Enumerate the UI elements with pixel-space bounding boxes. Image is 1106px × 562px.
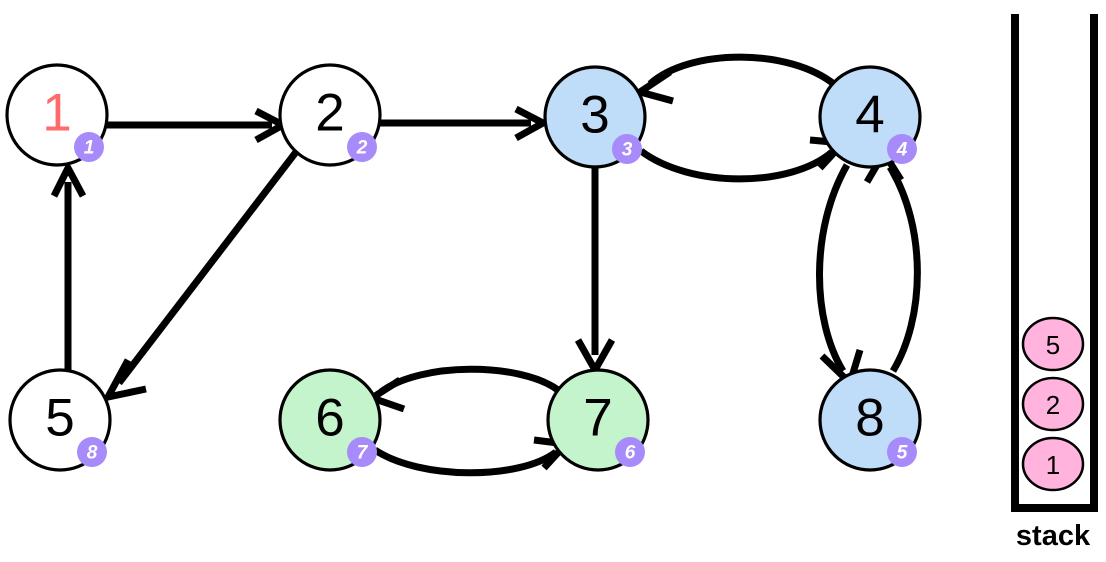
edge-6-to-7 (373, 436, 574, 477)
graph-node-5[interactable]: 5 8 (8, 368, 112, 472)
node-3-badge-circle (612, 134, 642, 164)
edge-7-to-6 (364, 365, 561, 413)
graph-node-1[interactable]: 1 1 (5, 63, 109, 167)
graph-node-8[interactable]: 8 5 (818, 368, 922, 472)
edges-layer (50, 53, 921, 477)
node-7-badge-circle (615, 437, 645, 467)
stack-item-1-shape[interactable] (1021, 376, 1085, 432)
edge-3-to-7 (574, 168, 616, 378)
node-4-badge-circle (887, 134, 917, 164)
stack-item-1-label: 2 (1046, 390, 1060, 420)
node-3-label: 3 (580, 86, 609, 145)
node-5-badge-circle (77, 437, 107, 467)
stack-item-1[interactable]: 2 (1021, 376, 1085, 432)
node-7-label: 7 (583, 389, 612, 448)
node-5-badge-label: 8 (87, 443, 98, 464)
graph-node-7[interactable]: 7 6 (546, 368, 650, 472)
stack-item-0[interactable]: 5 (1021, 316, 1085, 372)
edge-2-to-5 (101, 149, 299, 402)
node-8-badge-label: 5 (897, 443, 908, 464)
edge-1-to-2 (107, 107, 291, 144)
edge-2-to-3 (380, 105, 551, 142)
stack-container-outline (1011, 14, 1098, 512)
edge-3-to-4 (638, 136, 851, 183)
stack-item-0-label: 5 (1046, 330, 1060, 360)
node-8-badge-circle (887, 437, 917, 467)
nodes-layer: 1 1 2 2 3 3 4 4 (5, 63, 922, 472)
graph-node-6[interactable]: 6 7 (278, 368, 382, 472)
stack-item-2[interactable]: 1 (1021, 436, 1085, 492)
stack-item-2-shape[interactable] (1021, 436, 1085, 492)
node-2-label: 2 (315, 84, 344, 143)
stack-item-2-label: 1 (1046, 450, 1060, 480)
node-4-label: 4 (855, 86, 884, 145)
graph-node-3[interactable]: 3 3 (543, 65, 647, 169)
node-8-label: 8 (855, 389, 884, 448)
node-2-badge-circle (347, 132, 377, 162)
node-5-label: 5 (45, 389, 74, 448)
node-3-badge-label: 3 (622, 140, 633, 161)
node-1-badge-circle (74, 132, 104, 162)
edge-4-to-3 (631, 53, 838, 105)
stack-panel: 5 2 1 stack (1011, 14, 1098, 552)
edge-8-to-4 (863, 146, 921, 373)
stack-item-0-shape[interactable] (1021, 316, 1085, 372)
edge-4-to-8 (816, 163, 864, 390)
node-2-badge-label: 2 (356, 138, 368, 159)
node-7-badge-label: 6 (625, 443, 636, 464)
stack-caption-label: stack (1016, 520, 1091, 552)
node-6-label: 6 (315, 389, 344, 448)
node-6-badge-label: 7 (357, 443, 369, 464)
node-1-label: 1 (42, 84, 71, 143)
node-6-badge-circle (347, 437, 377, 467)
graph-node-4[interactable]: 4 4 (818, 65, 922, 169)
edge-5-to-1 (50, 160, 87, 372)
graph-node-2[interactable]: 2 2 (278, 63, 382, 167)
node-1-badge-label: 1 (84, 138, 95, 159)
node-4-badge-label: 4 (896, 140, 908, 161)
